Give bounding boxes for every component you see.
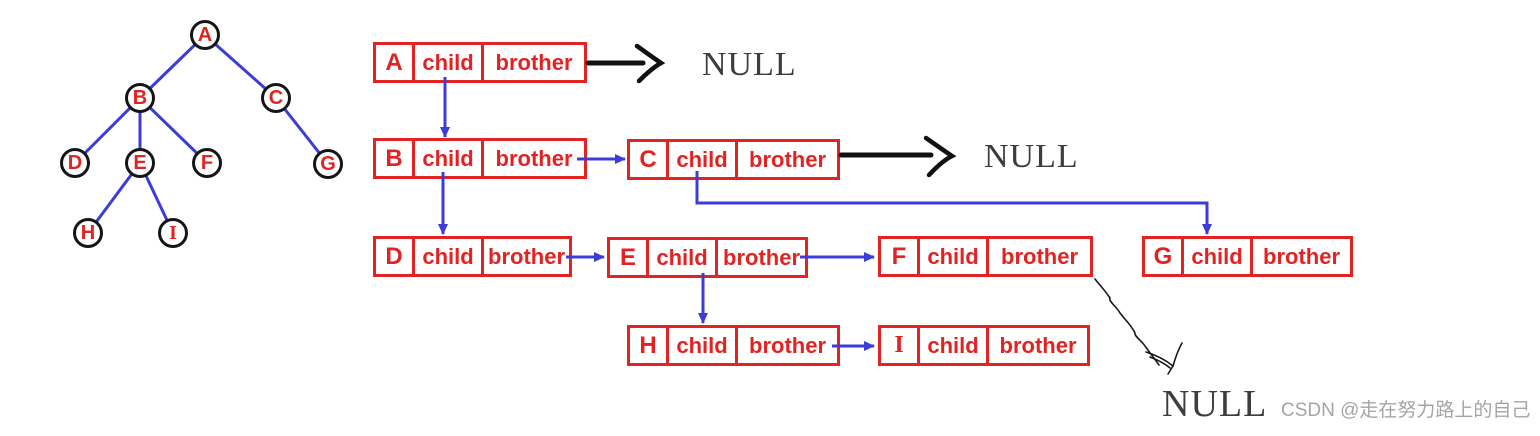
arrowhead-c-null bbox=[923, 135, 957, 178]
list-node-h: H child brother bbox=[627, 325, 840, 366]
tree-node-i: I bbox=[158, 218, 188, 248]
node-letter-cell: G bbox=[1145, 239, 1184, 274]
node-child-cell: child bbox=[415, 141, 484, 176]
node-brother-cell: brother bbox=[1001, 243, 1078, 269]
node-brother-cell: brother bbox=[488, 243, 565, 269]
node-brother-cell: brother bbox=[749, 146, 826, 172]
list-node-e: E child brother bbox=[607, 237, 808, 278]
tree-edges bbox=[73, 33, 330, 234]
node-child-cell: child bbox=[669, 142, 738, 177]
pointer-arrows bbox=[438, 77, 1212, 351]
node-child-cell: child bbox=[649, 240, 718, 275]
null-label-bottom: NULL bbox=[1162, 383, 1268, 425]
squiggly-arrowhead-barb bbox=[1149, 356, 1171, 369]
node-letter-cell: C bbox=[630, 142, 669, 177]
list-node-f: F child brother bbox=[878, 236, 1093, 277]
tree-node-d: D bbox=[60, 148, 90, 178]
node-letter-cell: B bbox=[376, 141, 415, 176]
node-letter-cell: F bbox=[881, 239, 920, 274]
null-label-top: NULL bbox=[702, 46, 797, 83]
node-letter-cell: E bbox=[610, 240, 649, 275]
list-node-g: G child brother bbox=[1142, 236, 1353, 277]
node-child-cell: child bbox=[415, 239, 484, 274]
node-child-cell: child bbox=[669, 328, 738, 363]
node-brother-cell: brother bbox=[749, 332, 826, 358]
squiggly-arrowhead-barb bbox=[1172, 342, 1183, 367]
node-brother-cell: brother bbox=[999, 332, 1077, 358]
node-letter-cell: A bbox=[376, 45, 415, 80]
node-letter-cell: H bbox=[630, 328, 669, 363]
tree-node-f: F bbox=[192, 148, 222, 178]
squiggly-arrowhead-tail bbox=[1167, 365, 1174, 375]
list-node-i: I child brother bbox=[878, 325, 1090, 366]
node-brother-cell: brother bbox=[723, 244, 800, 270]
null-label-mid: NULL bbox=[984, 138, 1079, 175]
node-child-cell: child bbox=[1184, 239, 1253, 274]
list-node-c: C child brother bbox=[627, 139, 840, 180]
node-child-cell: child bbox=[920, 239, 989, 274]
list-node-b: B child brother bbox=[373, 138, 587, 179]
node-child-cell: child bbox=[920, 328, 989, 363]
node-brother-cell: brother bbox=[495, 145, 573, 171]
node-brother-cell: brother bbox=[1263, 243, 1340, 269]
squiggly-arrowhead-barb bbox=[1145, 351, 1174, 367]
arrowhead-a-null bbox=[634, 43, 666, 84]
node-letter-cell: D bbox=[376, 239, 415, 274]
node-child-cell: child bbox=[415, 45, 484, 80]
arrow-c-child-to-g bbox=[695, 171, 1212, 235]
list-node-d: D child brother bbox=[373, 236, 572, 277]
tree-node-a: A bbox=[190, 20, 220, 50]
tree-node-g: G bbox=[313, 149, 343, 179]
tree-node-c: C bbox=[261, 83, 291, 113]
csdn-watermark: CSDN @走在努力路上的自己 bbox=[1281, 400, 1531, 421]
tree-node-e: E bbox=[125, 148, 155, 178]
squiggly-line bbox=[1094, 278, 1160, 366]
squiggly-arrow-f-to-null bbox=[1094, 278, 1183, 375]
node-brother-cell: brother bbox=[495, 49, 573, 75]
list-node-a: A child brother bbox=[373, 42, 587, 83]
tree-node-b: B bbox=[125, 83, 155, 113]
node-letter-cell: I bbox=[881, 328, 920, 363]
tree-node-h: H bbox=[73, 218, 103, 248]
